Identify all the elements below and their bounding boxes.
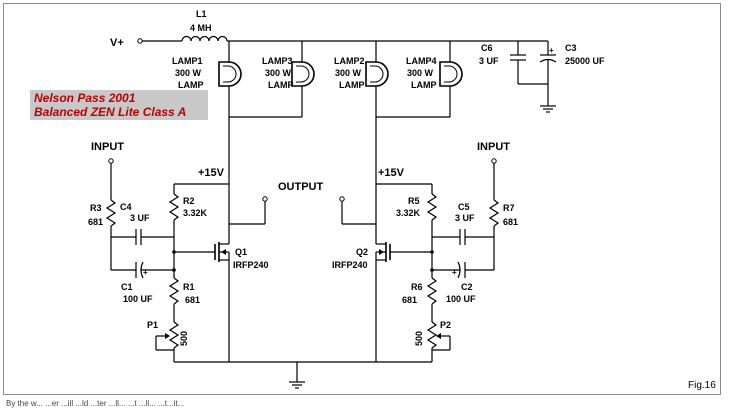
lamp1-name: LAMP1 — [172, 56, 203, 66]
resistor-r2 — [168, 193, 180, 221]
inductor-l1 — [181, 35, 228, 42]
footnote-text: By the w... ...er ...ill ...ld ...ter ..… — [6, 399, 185, 408]
title-line-2: Balanced ZEN Lite Class A — [34, 105, 187, 119]
c5-name: C5 — [458, 202, 470, 212]
resistor-r1 — [168, 277, 180, 305]
lamp2-symbol — [365, 61, 389, 87]
left-input-terminal — [108, 158, 114, 164]
q1-name: Q1 — [235, 247, 247, 257]
r1-value: 681 — [185, 295, 200, 305]
right-input-label: INPUT — [477, 141, 510, 153]
q2-value: IRFP240 — [332, 260, 368, 270]
lamp4-type: LAMP — [411, 80, 437, 90]
r5-name: R5 — [408, 196, 420, 206]
output-label: OUTPUT — [278, 181, 324, 193]
resistor-r6 — [426, 277, 438, 305]
potentiometer-p2 — [426, 321, 438, 349]
r2-name: R2 — [183, 196, 195, 206]
vplus-label: V+ — [110, 37, 124, 49]
q1-value: IRFP240 — [233, 260, 269, 270]
lamp3-type: LAMP — [268, 80, 294, 90]
c6-value: 3 UF — [479, 56, 499, 66]
output-terminal-right — [339, 196, 345, 202]
svg-text:+: + — [143, 268, 148, 277]
lamp2-type: LAMP — [339, 80, 365, 90]
mosfet-q2 — [375, 242, 391, 262]
lamp4-name: LAMP4 — [406, 56, 437, 66]
svg-text:+: + — [452, 268, 457, 277]
r6-name: R6 — [411, 282, 423, 292]
p1-value: 500 — [179, 331, 189, 346]
figure-frame — [3, 3, 721, 395]
resistor-r3 — [105, 199, 117, 227]
c4-name: C4 — [120, 202, 132, 212]
lamp4-symbol — [439, 61, 463, 87]
lamp1-type: LAMP — [178, 80, 204, 90]
r7-value: 681 — [503, 217, 518, 227]
r5-value: 3.32K — [396, 208, 421, 218]
c3-plate-bottom — [539, 58, 557, 63]
l1-name: L1 — [196, 9, 207, 19]
lamp1-rating: 300 W — [175, 68, 202, 78]
r2-value: 3.32K — [183, 208, 208, 218]
c2-value: 100 UF — [446, 294, 476, 304]
c4-value: 3 UF — [130, 213, 150, 223]
lamp3-name: LAMP3 — [262, 56, 293, 66]
c6-name: C6 — [481, 43, 493, 53]
c1-name: C1 — [121, 282, 133, 292]
c5-value: 3 UF — [455, 213, 475, 223]
right-rail-label: +15V — [378, 167, 405, 179]
figure-label: Fig.16 — [688, 380, 716, 391]
p1-name: P1 — [147, 320, 158, 330]
lamp2-rating: 300 W — [335, 68, 362, 78]
p2-name: P2 — [440, 320, 451, 330]
lamp3-symbol — [291, 61, 315, 87]
resistor-r7 — [488, 199, 500, 227]
ground-icon — [289, 381, 305, 389]
mosfet-q1 — [214, 242, 230, 262]
left-input-label: INPUT — [91, 141, 124, 153]
p2-value: 500 — [414, 331, 424, 346]
c1-value: 100 UF — [123, 294, 153, 304]
c3-value: 25000 UF — [565, 56, 605, 66]
r1-name: R1 — [183, 282, 195, 292]
c3-name: C3 — [565, 43, 577, 53]
r7-name: R7 — [503, 203, 515, 213]
vplus-terminal — [137, 38, 143, 44]
q2-name: Q2 — [356, 247, 368, 257]
resistor-r5 — [426, 193, 438, 221]
r6-value: 681 — [402, 295, 417, 305]
c2-plate-left — [457, 261, 461, 279]
title-line-1: Nelson Pass 2001 — [34, 91, 136, 105]
title-background — [30, 90, 208, 120]
lamp1-symbol — [218, 61, 242, 87]
r3-value: 681 — [88, 217, 103, 227]
left-rail-label: +15V — [198, 167, 225, 179]
r3-name: R3 — [90, 203, 102, 213]
lamp4-rating: 300 W — [407, 68, 434, 78]
c2-name: C2 — [461, 282, 473, 292]
svg-text:+: + — [549, 46, 554, 55]
l1-value: 4 MH — [190, 23, 212, 33]
lamp2-name: LAMP2 — [334, 56, 365, 66]
right-input-terminal — [491, 158, 497, 164]
lamp3-rating: 300 W — [265, 68, 292, 78]
potentiometer-p1 — [168, 321, 180, 349]
output-terminal-left — [262, 196, 268, 202]
